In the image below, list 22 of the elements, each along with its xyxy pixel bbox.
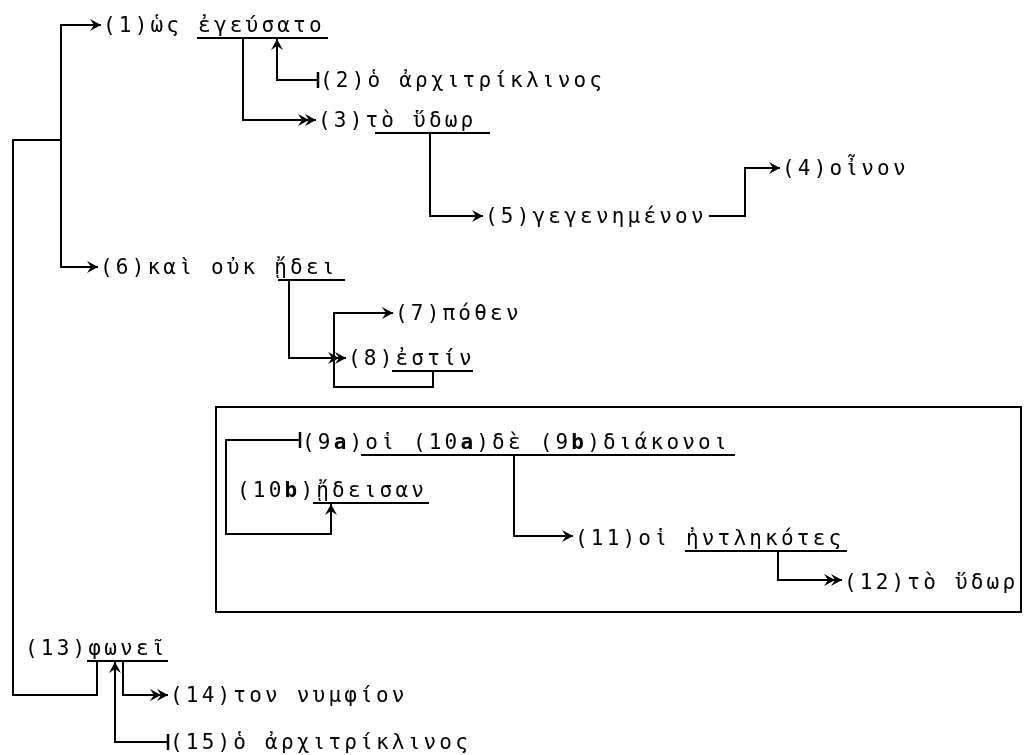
greek-phrase: (15)ὁ ἀρχιτρίκλινος (170, 731, 472, 753)
connector-arrow (271, 38, 320, 90)
greek-phrase: (14)τον νυμφίον (170, 684, 408, 706)
greek-phrase: (13)φωνεῖ (25, 637, 168, 659)
connector-arrow (109, 661, 170, 752)
greek-phrase: (2)ὁ ἀρχιτρίκλινος (320, 69, 606, 91)
greek-phrase: (3)τὸ ὕδωρ (318, 109, 477, 131)
greek-phrase: (6)καὶ οὐκ ᾔδει (100, 256, 338, 278)
greek-phrase: (7)πόθεν (395, 302, 522, 324)
frame-box (215, 406, 1022, 613)
greek-phrase: (11)οἱ ἠντληκότες (575, 527, 845, 549)
connector-arrow (12, 139, 99, 696)
connector-arrow (225, 430, 337, 535)
greek-phrase: (8)ἐστίν (348, 347, 475, 369)
greek-phrase: (12)τὸ ὕδωρ (844, 571, 1019, 593)
connector-arrow (513, 455, 574, 542)
connector-arrow (707, 162, 781, 217)
connector-arrow (333, 307, 434, 388)
greek-phrase: (9a)οἱ (10a)δὲ (9b)διάκονοι (302, 431, 730, 453)
connector-arrow (429, 133, 484, 222)
greek-phrase: (1)ὡς ἐγεύσατο (103, 14, 325, 36)
greek-phrase: (5)γεγενημένον (485, 205, 707, 227)
